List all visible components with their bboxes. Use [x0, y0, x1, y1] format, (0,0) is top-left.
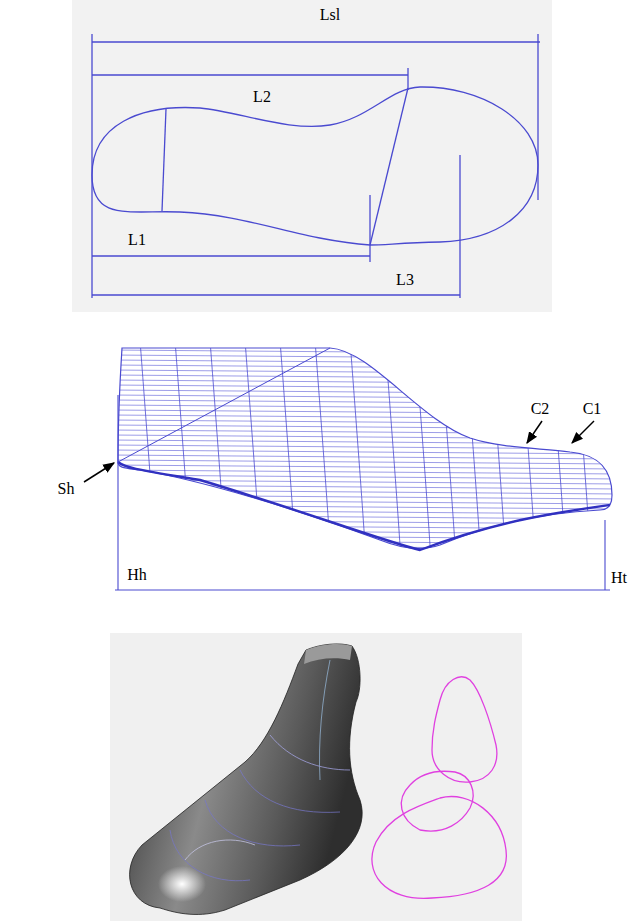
wireframe-mesh — [110, 340, 620, 564]
cross-section — [432, 677, 497, 782]
mesh-line — [110, 380, 620, 384]
surface-curve — [185, 840, 255, 860]
surface-curve — [270, 735, 350, 770]
mesh-line — [110, 560, 620, 564]
mesh-line — [110, 470, 620, 474]
sole-outline — [92, 87, 538, 245]
dimension-label: Hh — [125, 566, 149, 584]
render-panel — [110, 633, 522, 921]
mesh-line — [110, 505, 620, 509]
panel-ground — [72, 0, 552, 312]
mesh-line — [110, 550, 620, 554]
dimension-label: Ht — [609, 569, 629, 587]
pointer-arrow — [84, 463, 114, 482]
dimension-label: L3 — [394, 271, 416, 289]
surface-curve — [240, 770, 340, 812]
mesh-line — [280, 340, 296, 560]
heel-line — [162, 109, 166, 211]
pointer-arrow — [527, 421, 542, 443]
mesh-line — [440, 340, 456, 560]
mesh-line — [110, 460, 620, 464]
mesh-line — [110, 480, 620, 484]
last-outline — [118, 348, 612, 549]
cross-section — [372, 797, 506, 899]
mesh-line — [350, 340, 366, 560]
mesh-line — [110, 355, 620, 359]
height-line — [117, 395, 118, 590]
mesh-line — [110, 455, 620, 459]
mesh-line — [110, 390, 620, 394]
mesh-line — [210, 340, 226, 560]
dimension-line — [92, 294, 460, 295]
mesh-line — [110, 540, 620, 544]
mesh-line — [110, 395, 620, 399]
sole-panel — [72, 0, 552, 312]
mesh-line — [110, 555, 620, 559]
last-top — [304, 644, 352, 664]
mesh-line — [110, 500, 620, 504]
mesh-line — [110, 440, 620, 444]
mesh-line — [110, 370, 620, 374]
mesh-line — [110, 430, 620, 434]
mesh-line — [110, 445, 620, 449]
mesh-line — [110, 385, 620, 389]
mesh-line — [175, 340, 191, 560]
dimension-label: L1 — [126, 231, 148, 249]
mesh-line — [110, 545, 620, 549]
extension-line — [459, 155, 460, 298]
surface-curve — [205, 800, 300, 846]
dimension-label: Sh — [56, 480, 77, 498]
mesh-line — [110, 485, 620, 489]
mesh-line — [465, 340, 481, 560]
mesh-line — [110, 490, 620, 494]
mesh-line — [110, 450, 620, 454]
extension-line — [369, 195, 370, 262]
panel-ground — [110, 633, 522, 921]
height-line — [604, 520, 605, 590]
mesh-line — [385, 340, 401, 560]
mesh-line — [110, 535, 620, 539]
mesh-line — [110, 495, 620, 499]
mesh-line — [520, 340, 536, 560]
diagonal-line — [118, 348, 330, 462]
dimension-line — [92, 74, 408, 75]
mesh-line — [110, 365, 620, 369]
mesh-line — [315, 340, 331, 560]
mesh-line — [110, 375, 620, 379]
mesh-line — [110, 510, 620, 514]
dimension-label: Lsl — [318, 6, 342, 24]
mesh-line — [110, 520, 620, 524]
wireframe-panel — [84, 340, 620, 590]
surface-curve — [319, 660, 330, 780]
mesh-line — [415, 340, 431, 560]
cross-section — [401, 771, 473, 831]
mesh-line — [110, 525, 620, 529]
bottom-edge — [118, 462, 610, 550]
mesh-line — [110, 420, 620, 424]
dimension-line — [92, 41, 540, 42]
base-line — [115, 589, 610, 590]
extension-line — [407, 68, 408, 90]
dimension-label: C1 — [581, 400, 604, 418]
pointer-arrow — [572, 421, 594, 443]
dimension-label: C2 — [529, 400, 552, 418]
dimension-line — [92, 255, 370, 256]
shoe-last — [130, 644, 363, 915]
dimension-label: L2 — [251, 88, 273, 106]
surface-curve — [170, 830, 250, 881]
mesh-line — [110, 350, 620, 354]
ball-line — [370, 88, 408, 245]
mesh-line — [245, 340, 261, 560]
mesh-line — [110, 465, 620, 469]
mesh-line — [110, 435, 620, 439]
mesh-line — [140, 340, 156, 560]
mesh-line — [575, 340, 591, 560]
